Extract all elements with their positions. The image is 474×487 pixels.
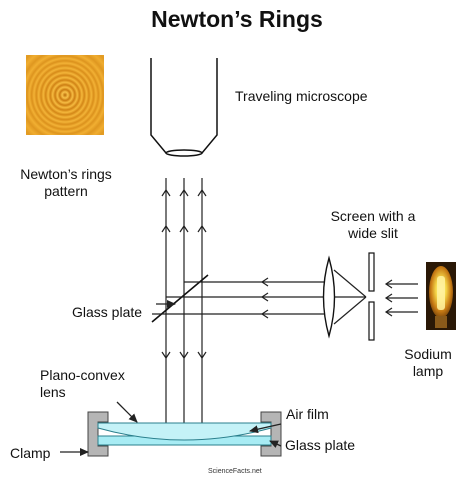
microscope-label: Traveling microscope (235, 88, 368, 104)
pattern-label-line1: Newton’s rings (20, 166, 112, 182)
newtons-rings-pattern-image (26, 55, 104, 135)
page-title: Newton’s Rings (151, 6, 323, 32)
diverging-rays (333, 269, 367, 325)
pattern-label: Newton’s rings pattern (16, 166, 116, 200)
sodium-label-line1: Sodium (404, 346, 452, 362)
horizontal-light-rays (152, 281, 325, 315)
screen-label-line2: wide slit (348, 225, 398, 241)
clamp-assembly (87, 411, 282, 457)
left-clamp (87, 411, 109, 457)
traveling-microscope (150, 58, 218, 157)
sodium-lamp-image (426, 262, 456, 330)
sodium-label-line2: lamp (412, 363, 444, 379)
clamp-label: Clamp (10, 445, 51, 461)
air-film-label: Air film (286, 406, 329, 422)
sciencefacts-watermark: ScienceFacts.net (208, 468, 262, 475)
lens-label-line2: lens (40, 384, 66, 400)
screen-label: Screen with a wide slit (318, 208, 428, 242)
leader-lines (60, 300, 282, 456)
plano-convex-lens-label: Plano-convex lens (40, 367, 125, 401)
screen-label-line1: Screen with a (330, 208, 416, 224)
convex-lens (322, 255, 336, 339)
sodium-lamp-label: Sodium lamp (398, 346, 458, 380)
plano-convex-lens-shape (97, 422, 272, 441)
vertical-light-rays (165, 178, 203, 436)
glass-plate-label: Glass plate (72, 304, 143, 320)
screen-with-slit (368, 252, 375, 341)
pattern-label-line2: pattern (44, 183, 88, 199)
lens-label-line1: Plano-convex (40, 367, 125, 383)
right-clamp (260, 411, 282, 457)
glass-plate-bottom-label: Glass plate (285, 437, 356, 453)
lamp-rays (384, 279, 418, 317)
horizontal-ray-arrows (260, 277, 269, 319)
vertical-ray-arrows (161, 188, 207, 360)
